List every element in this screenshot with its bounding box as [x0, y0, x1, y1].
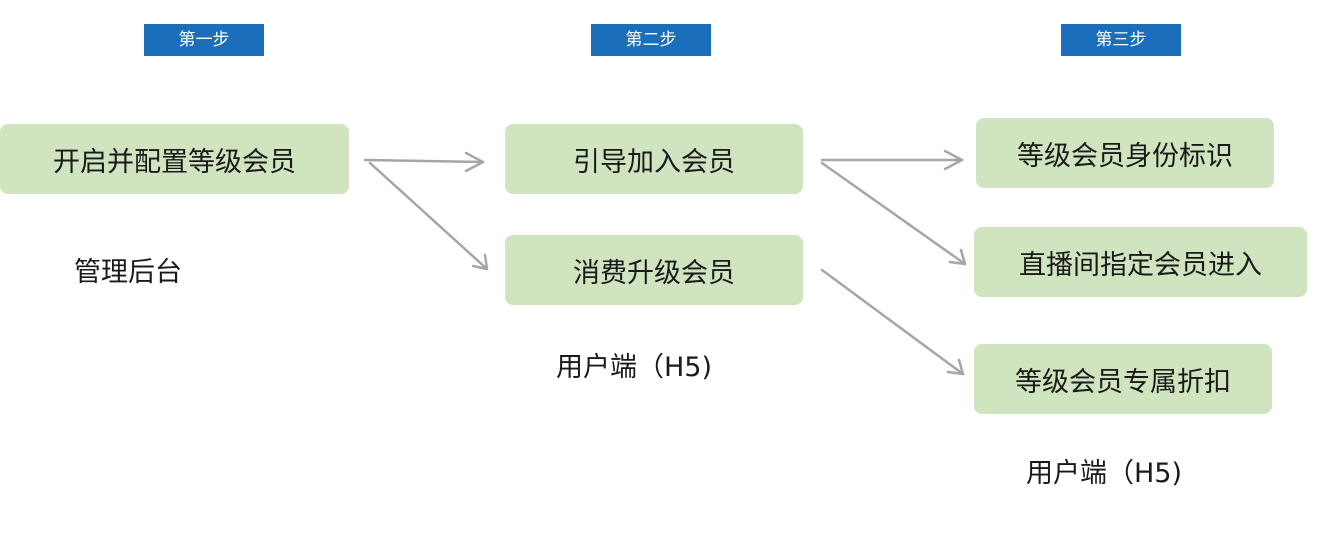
arrow-setup-to-join: [363, 151, 485, 173]
member-badge-box: 等级会员身份标识: [976, 118, 1274, 188]
arrow-upgrade-to-discount: [820, 268, 965, 376]
spend-upgrade-membership-box: 消费升级会员: [505, 235, 803, 305]
live-room-member-entry-box: 直播间指定会员进入: [974, 227, 1307, 297]
user-h5-caption-col2: 用户端（H5): [556, 352, 713, 383]
step-3-tag: 第三步: [1061, 24, 1181, 56]
admin-backend-caption: 管理后台: [74, 257, 182, 288]
enable-configure-membership-box: 开启并配置等级会员: [0, 124, 349, 194]
arrow-join-to-live-room: [820, 161, 967, 266]
member-exclusive-discount-box: 等级会员专属折扣: [974, 344, 1272, 414]
user-h5-caption-col3: 用户端（H5): [1026, 458, 1183, 489]
arrow-join-to-badge: [820, 149, 964, 171]
arrow-setup-to-upgrade: [368, 161, 489, 271]
guide-join-membership-box: 引导加入会员: [505, 124, 803, 194]
step-2-tag: 第二步: [591, 24, 711, 56]
step-1-tag: 第一步: [144, 24, 264, 56]
